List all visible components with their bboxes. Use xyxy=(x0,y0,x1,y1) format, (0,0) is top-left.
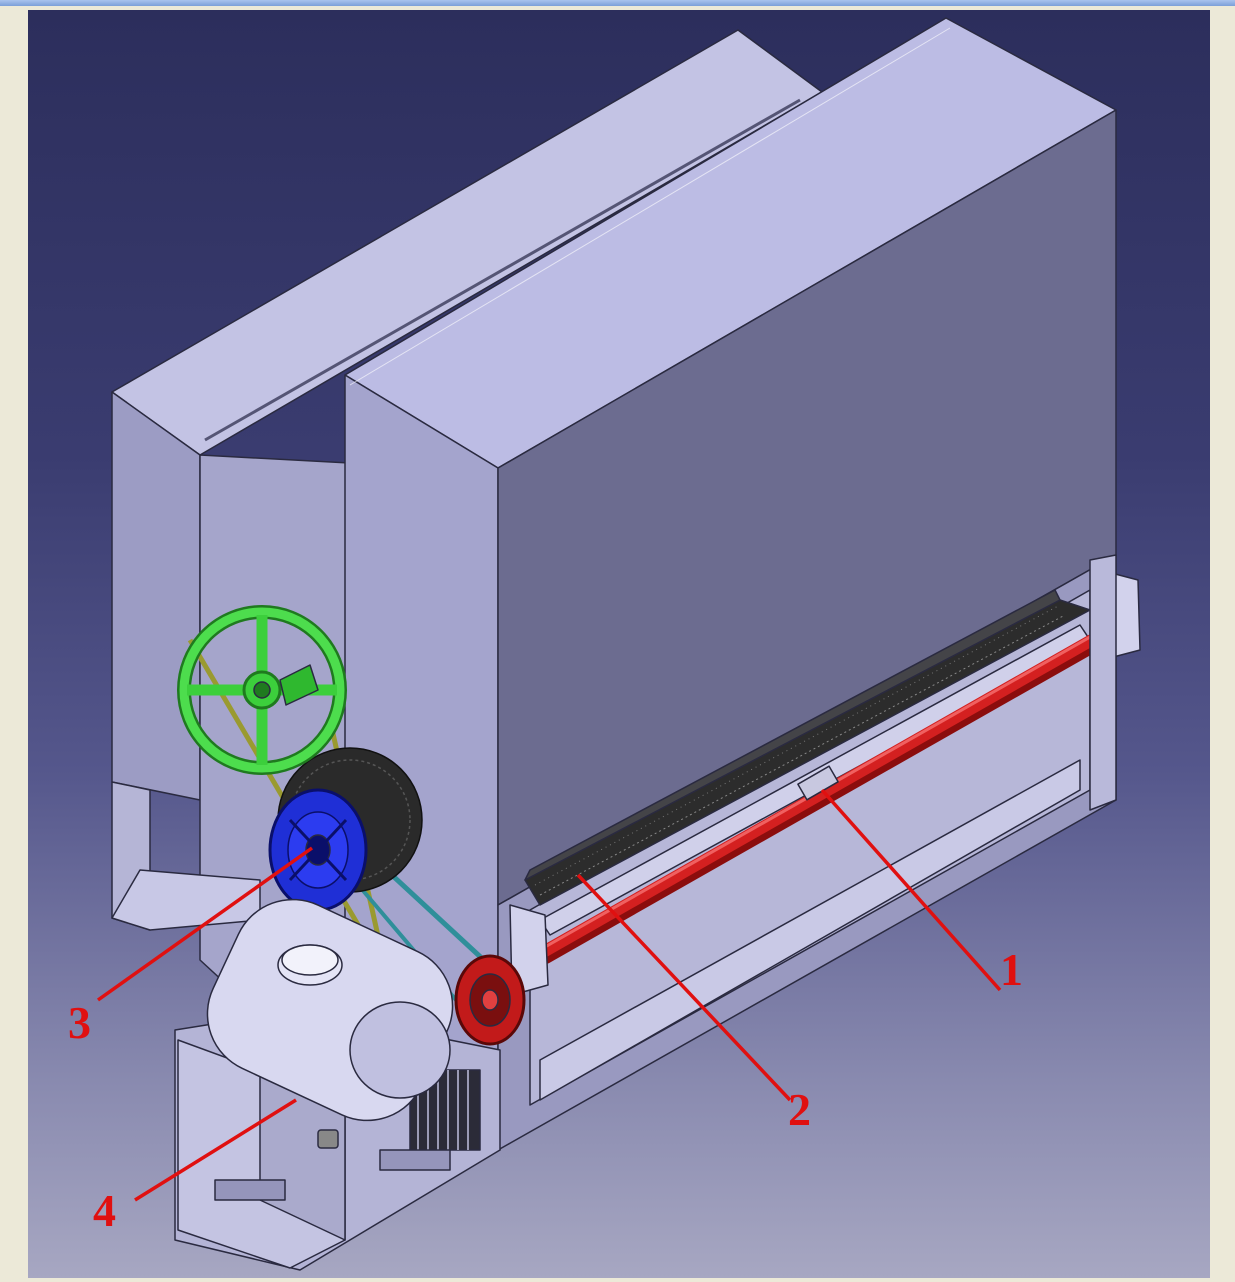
rear-housing-front xyxy=(111,391,201,801)
top-groove xyxy=(204,98,801,442)
leader-line-4 xyxy=(134,1098,297,1202)
rear-frame-base xyxy=(111,869,261,931)
blue-pulley xyxy=(268,788,368,912)
leader-line-2 xyxy=(576,873,792,1102)
callout-4: 4 xyxy=(93,1185,116,1236)
machine-illustration xyxy=(96,17,1141,1271)
callout-2: 2 xyxy=(788,1084,811,1135)
red-pulley xyxy=(454,954,526,1046)
leader-line-1 xyxy=(820,788,1002,992)
green-pulley xyxy=(177,605,347,775)
leader-line-3 xyxy=(96,846,314,1002)
cad-viewport[interactable]: 1 2 3 4 xyxy=(28,10,1210,1278)
window-top-border xyxy=(0,0,1235,6)
callout-1: 1 xyxy=(1000,944,1023,995)
callout-3: 3 xyxy=(68,997,91,1048)
